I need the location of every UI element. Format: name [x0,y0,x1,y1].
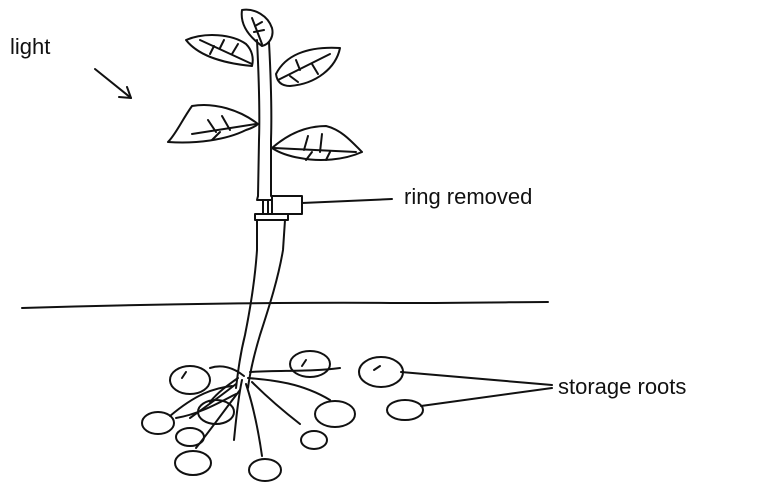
light-arrow [95,69,131,98]
light-label: light [10,36,50,58]
soil-surface-line [22,302,548,308]
leaf-upper-right [276,48,340,86]
ring-removed-section [255,196,392,220]
storage-roots-label: storage roots [558,376,686,398]
stem [257,40,272,200]
storage-roots-pointers [401,372,552,406]
leaf-upper-left [186,35,253,66]
ring-removed-label: ring removed [404,186,532,208]
leaf-middle-left [168,105,258,143]
leaf-middle-right [272,126,362,160]
